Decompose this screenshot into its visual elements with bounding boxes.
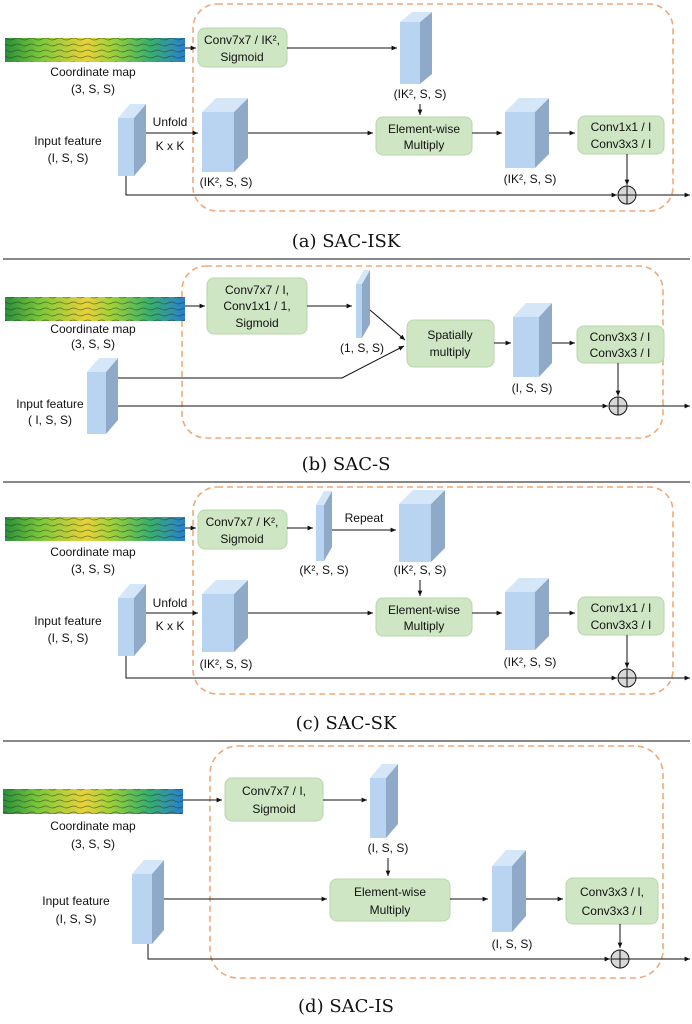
weights-block: [370, 764, 398, 838]
input-shape: (I, S, S): [48, 631, 89, 645]
input-shape: (I, S, S): [48, 151, 89, 165]
caption-b: (b) SAC-S: [302, 454, 391, 475]
small-shape: (K², S, S): [299, 563, 348, 577]
multiply-box: [329, 878, 451, 922]
coordinate-map-image: [5, 38, 185, 62]
multiply-box: [375, 116, 473, 156]
multiply-box: [375, 597, 473, 637]
mult-line2: Multiply: [404, 138, 445, 152]
unfold-block: [202, 580, 248, 652]
conv-line1: Conv7x7 / I,: [242, 784, 306, 798]
kxk-label: K x K: [156, 139, 185, 153]
panel-c-container: [192, 486, 674, 695]
coord-label: Coordinate map: [50, 819, 136, 833]
output-block: [505, 98, 549, 168]
final-line2: Conv3x3 / I: [582, 904, 643, 918]
conv-line2: Sigmoid: [252, 802, 295, 816]
final-line1: Conv1x1 / I: [591, 120, 652, 134]
top-shape: (IK², S, S): [394, 563, 447, 577]
caption-d: (d) SAC-IS: [298, 996, 394, 1017]
conv-line1: Conv7x7 / I,: [225, 283, 289, 297]
final-line2: Conv3x3 / I: [591, 618, 652, 632]
repeat-label: Repeat: [345, 511, 384, 525]
input-block: [87, 358, 118, 434]
coord-label: Coordinate map: [50, 65, 136, 79]
kxk-label: K x K: [156, 619, 185, 633]
small-weights-block: [316, 491, 332, 561]
input-label: Input feature: [34, 134, 102, 148]
coordinate-map-image: [5, 517, 185, 541]
final-conv-box: [577, 115, 665, 155]
unfold-shape: (IK², S, S): [200, 657, 253, 671]
final-line2: Conv3x3 / I: [590, 346, 651, 360]
conv7x7-box: [197, 509, 288, 550]
top-shape: (IK², S, S): [394, 87, 447, 101]
final-conv-box: [577, 596, 665, 636]
input-shape: (I, S, S): [56, 912, 97, 926]
panel-a-container: [192, 3, 674, 212]
conv-line1: Conv7x7 / K²,: [206, 515, 279, 529]
input-label: Input feature: [42, 894, 110, 908]
coordinate-map-image: [5, 297, 185, 321]
final-line1: Conv3x3 / I,: [580, 885, 644, 899]
panel-a: Coordinate map (3, S, S) Conv7x7 / IK², …: [5, 3, 690, 252]
sum-icon: [617, 185, 637, 205]
mult-line1: Spatially: [427, 328, 472, 342]
unfold-label: Unfold: [153, 115, 188, 129]
final-line1: Conv3x3 / I: [590, 330, 651, 344]
input-label: Input feature: [16, 397, 84, 411]
output-block: [505, 578, 549, 650]
conv-box-line2: Sigmoid: [220, 50, 263, 64]
conv-line3: Sigmoid: [235, 316, 278, 330]
input-block: [132, 860, 164, 944]
sum-icon: [617, 668, 637, 688]
mask-shape: (1, S, S): [340, 341, 384, 355]
unfold-label: Unfold: [153, 596, 188, 610]
output-block: [492, 850, 526, 932]
coord-shape: (3, S, S): [71, 837, 115, 851]
output-shape: (I, S, S): [492, 937, 533, 951]
output-block: [513, 303, 552, 377]
panel-d: Coordinate map (3, S, S) Conv7x7 / I, Si…: [3, 745, 690, 1017]
output-shape: (IK², S, S): [504, 172, 557, 186]
input-shape: ( I, S, S): [28, 413, 72, 427]
panel-c: Coordinate map (3, S, S) Conv7x7 / K², S…: [5, 486, 690, 734]
final-conv-box: [565, 877, 659, 925]
caption-a: (a) SAC-ISK: [292, 231, 401, 252]
panel-b: Coordinate map (3, S, S) Conv7x7 / I, Co…: [5, 265, 690, 475]
mask-block: [356, 270, 370, 338]
final-line1: Conv1x1 / I: [591, 601, 652, 615]
conv-box-line1: Conv7x7 / IK²,: [204, 33, 280, 47]
input-label: Input feature: [34, 614, 102, 628]
input-block: [118, 584, 146, 656]
coord-label: Coordinate map: [50, 545, 136, 559]
repeated-block: [399, 490, 445, 562]
input-block: [118, 104, 146, 176]
conv-line2: Conv1x1 / 1,: [223, 299, 290, 313]
sum-icon: [610, 949, 630, 969]
conv-line2: Sigmoid: [220, 532, 263, 546]
unfold-shape: (IK², S, S): [200, 175, 253, 189]
output-shape: (I, S, S): [512, 381, 553, 395]
output-shape: (IK², S, S): [504, 655, 557, 669]
unfold-block: [202, 98, 248, 172]
coordinate-map-image: [3, 789, 183, 814]
mult-line2: Multiply: [404, 619, 445, 633]
mult-line2: multiply: [430, 345, 471, 359]
mult-line2: Multiply: [370, 903, 411, 917]
final-conv-box: [576, 325, 665, 364]
coord-shape: (3, S, S): [71, 562, 115, 576]
coord-shape: (3, S, S): [71, 82, 115, 96]
coord-shape: (3, S, S): [71, 337, 115, 351]
mult-line1: Element-wise: [354, 885, 426, 899]
caption-c: (c) SAC-SK: [296, 713, 397, 734]
sum-icon: [608, 396, 628, 416]
final-line2: Conv3x3 / I: [591, 137, 652, 151]
weights-block: [400, 10, 432, 84]
coord-label: Coordinate map: [50, 322, 136, 336]
mult-line1: Element-wise: [388, 122, 460, 136]
mult-line1: Element-wise: [388, 603, 460, 617]
top-shape: (I, S, S): [368, 841, 409, 855]
